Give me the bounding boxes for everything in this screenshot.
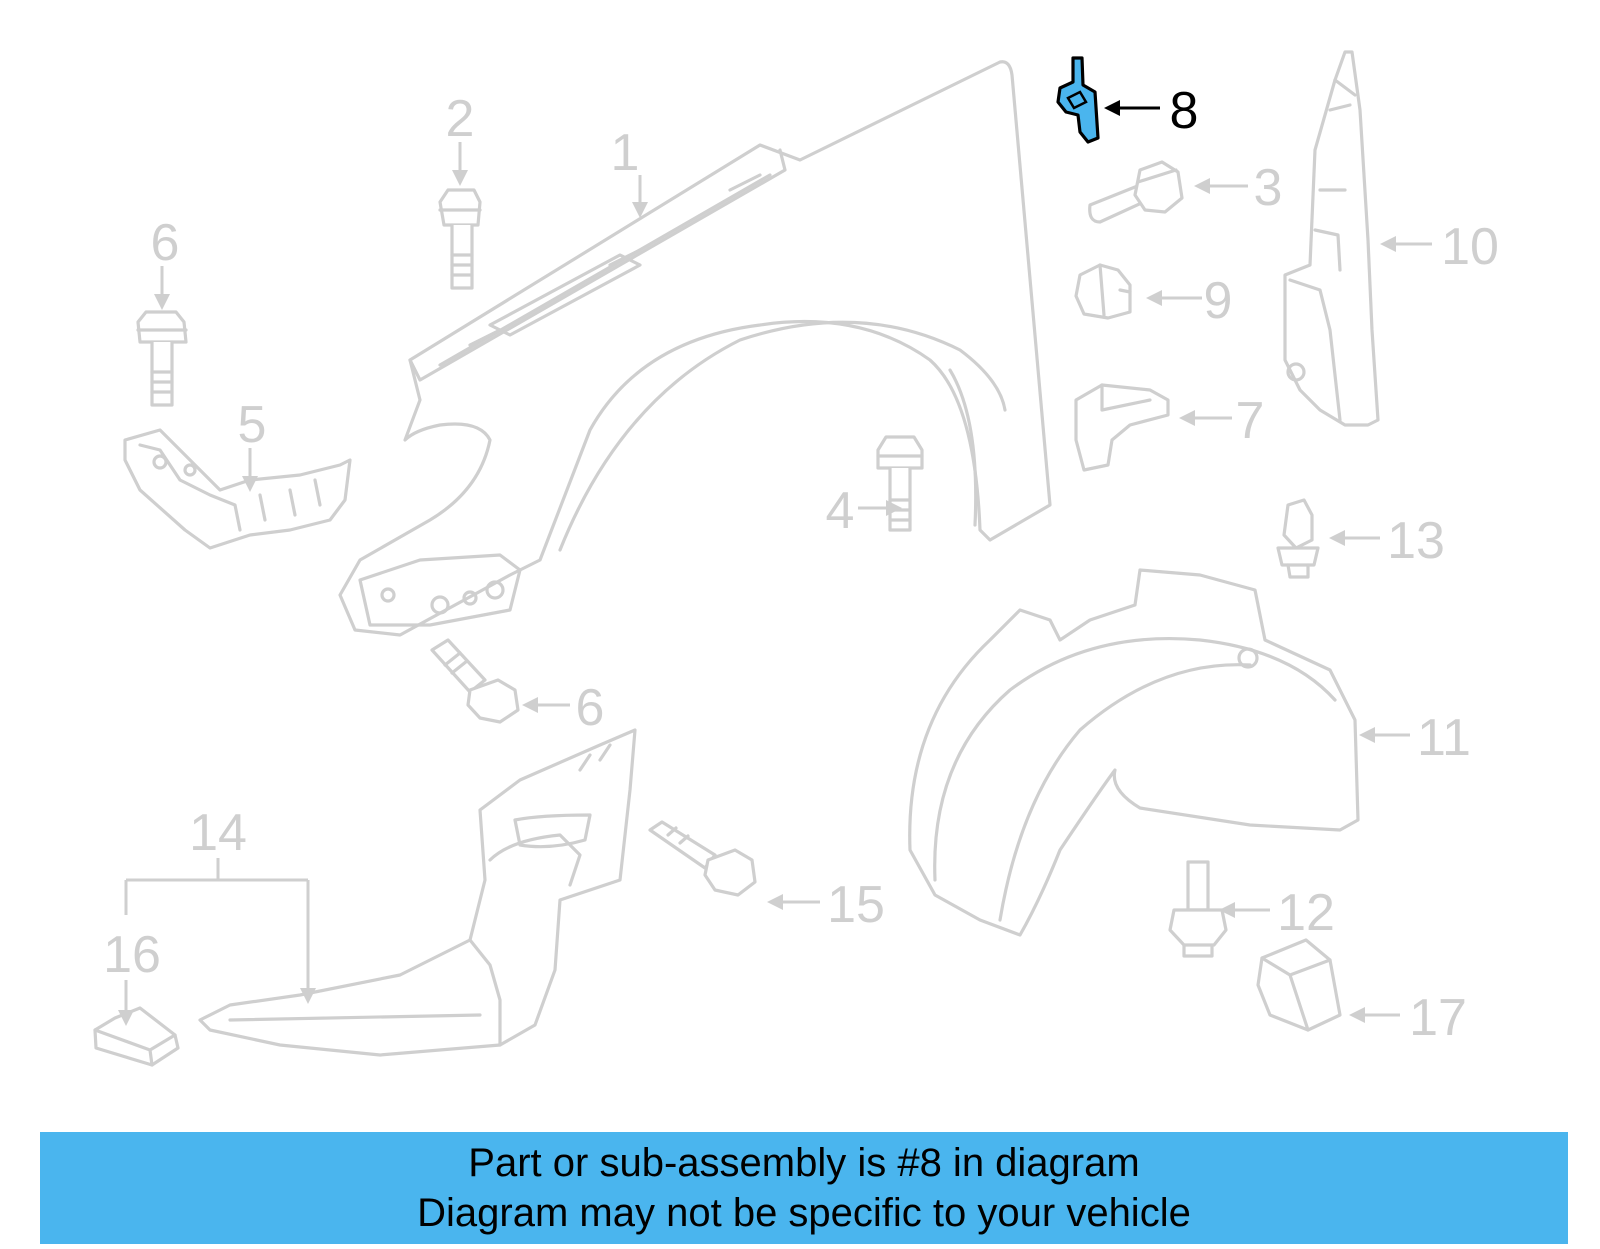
banner-line-part-reference: Part or sub-assembly is #8 in diagram [468,1141,1140,1185]
callout-6-upper: 6 [151,214,180,272]
callout-10: 10 [1441,218,1499,276]
callout-13: 13 [1387,512,1445,570]
callout-4: 4 [826,482,855,540]
part-15-bolt [648,820,757,897]
part-17-clip-block [1256,938,1342,1032]
callout-1: 1 [611,124,640,182]
callout-14: 14 [189,804,247,862]
part-13-push-clip [1276,498,1320,579]
part-4-bolt [876,435,924,532]
info-banner: Part or sub-assembly is #8 in diagram Di… [40,1132,1568,1244]
part-1-fender [338,60,1052,637]
part-2-bolt [438,188,482,290]
part-12-bolt [1168,860,1228,958]
part-3-bolt [1088,160,1184,224]
callout-12: 12 [1277,884,1335,942]
part-16-clip-nut [93,1006,180,1067]
part-9-clip [1074,263,1132,320]
callout-labels: 1 2 6 5 6 4 8 3 9 7 10 13 11 12 17 15 14… [103,82,1499,1047]
banner-line-disclaimer: Diagram may not be specific to your vehi… [417,1191,1191,1235]
callout-11: 11 [1417,709,1471,767]
callout-7: 7 [1236,392,1265,450]
callout-16: 16 [103,926,161,984]
callout-17: 17 [1409,989,1467,1047]
part-11-wheel-liner [908,568,1360,937]
part-6-bolt-upper [136,310,188,407]
leader-lines [118,100,1432,1026]
part-10-trim-panel [1283,50,1380,427]
part-5-bracket [123,428,352,550]
callout-3: 3 [1254,159,1283,217]
callout-5: 5 [238,396,267,454]
part-14-under-shield [198,728,637,1057]
part-7-bracket [1074,383,1170,472]
callout-2: 2 [446,90,475,148]
callout-9: 9 [1204,272,1233,330]
callout-6-lower: 6 [576,679,605,737]
part-8-clip-highlighted [1056,56,1100,144]
part-6-bolt-lower [430,638,520,724]
callout-8: 8 [1170,82,1199,140]
callout-15: 15 [827,876,885,934]
